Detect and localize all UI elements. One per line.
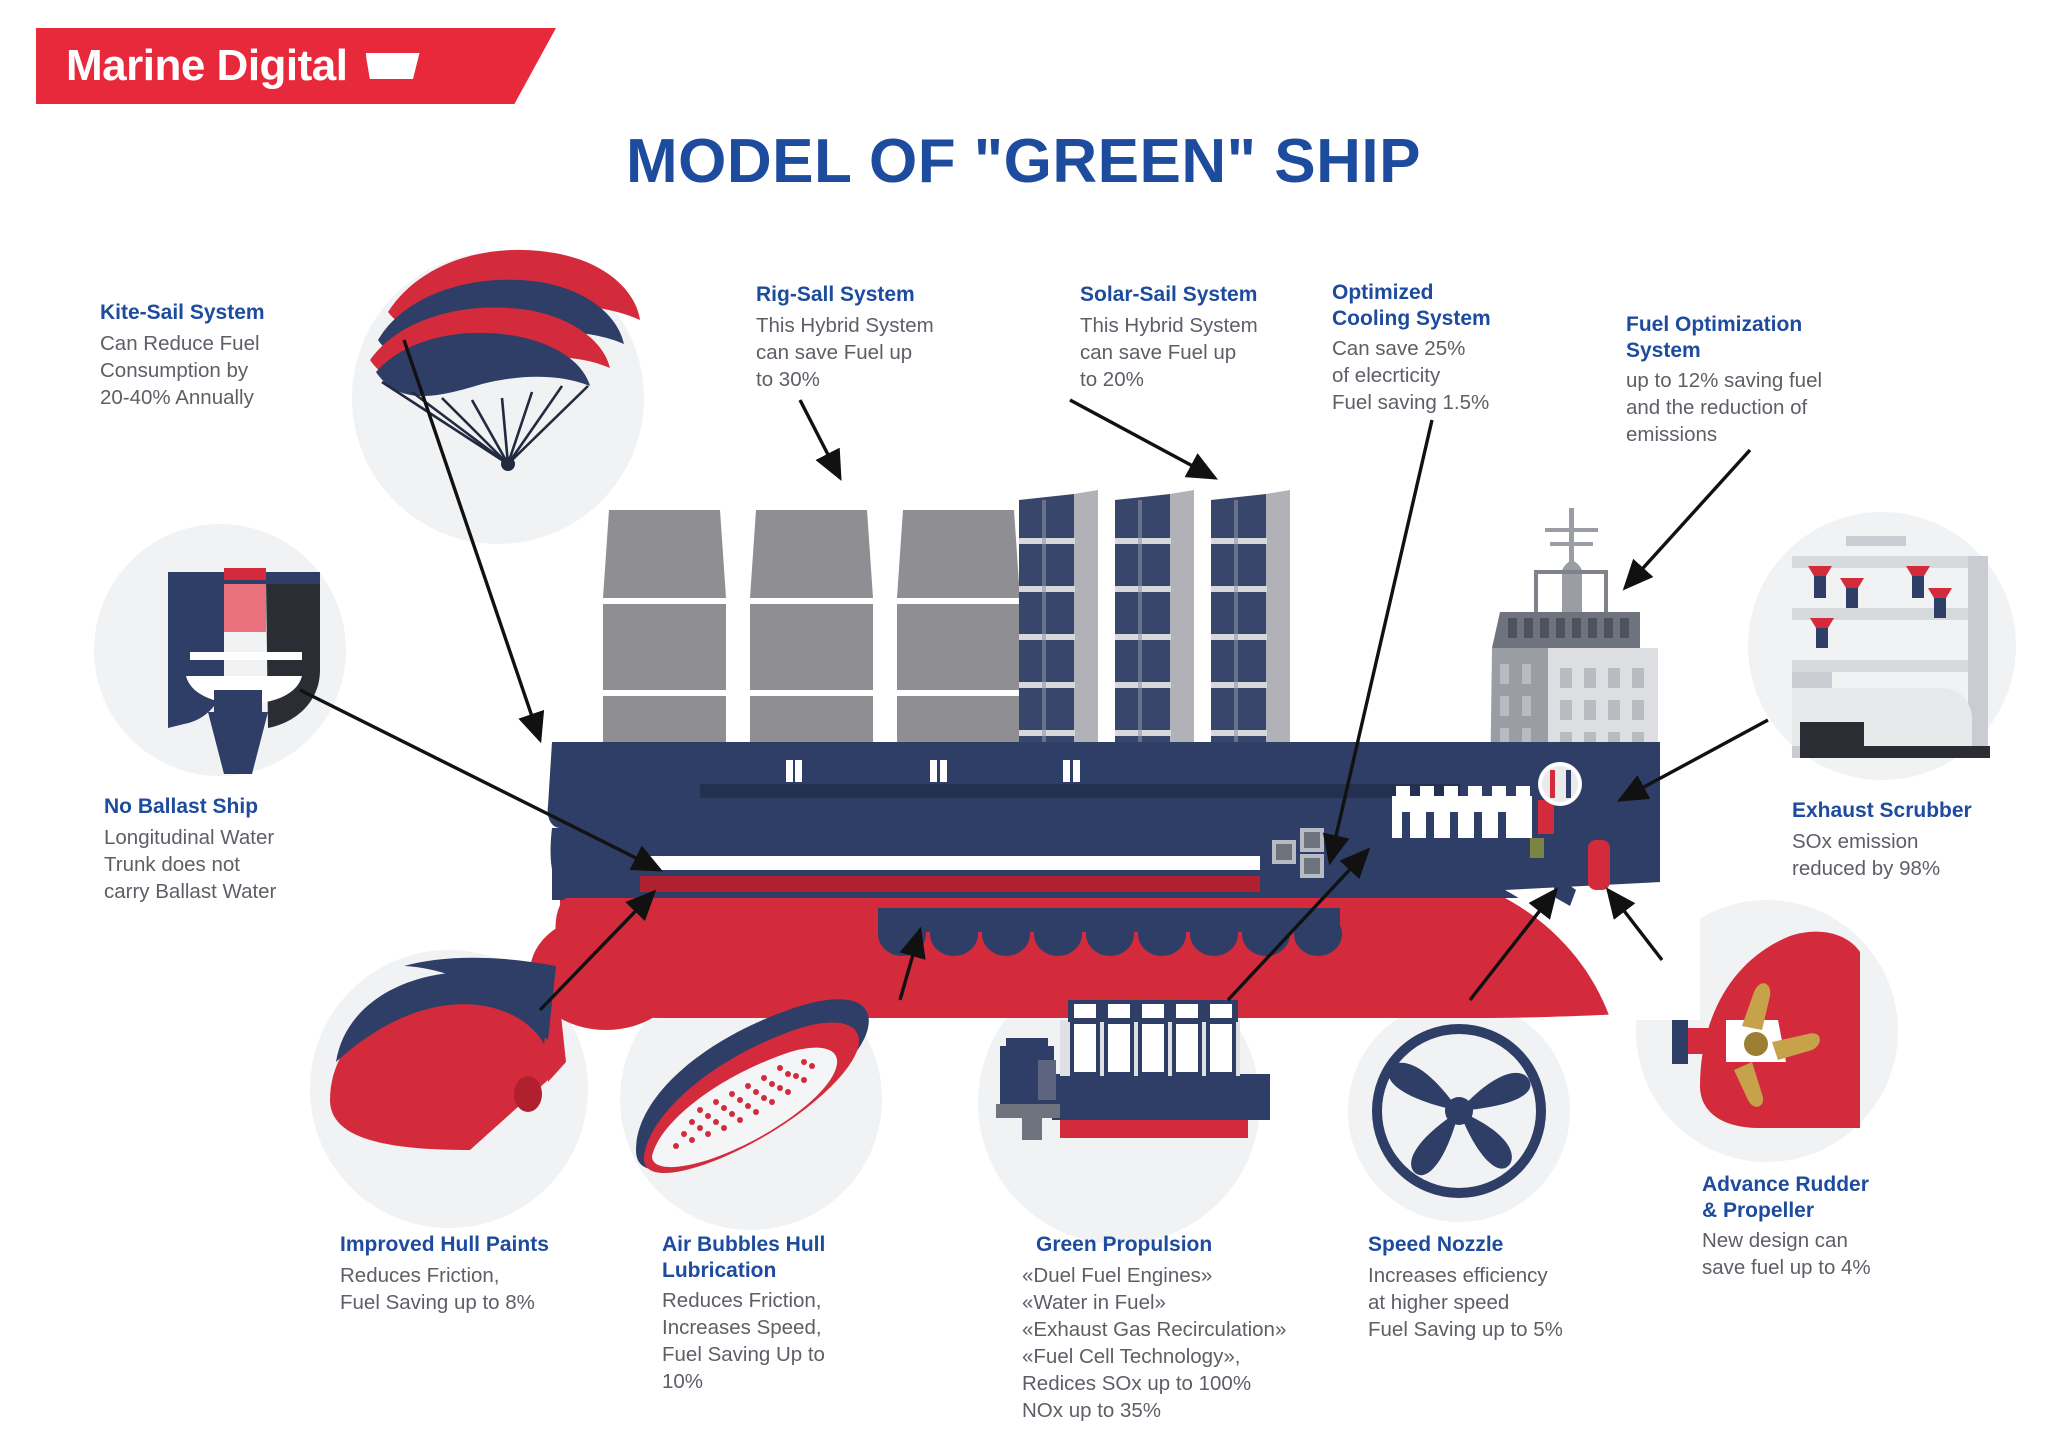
callout-improved-hull-paints[interactable]: Improved Hull Paints Reduces Friction, F… [340,1232,600,1316]
speed-nozzle-icon [1372,1024,1546,1198]
callout-desc: Reduces Friction, Fuel Saving up to 8% [340,1263,535,1314]
callout-title: No Ballast Ship [104,795,259,818]
callout-title: Improved Hull Paints [340,1233,549,1256]
callout-title: Speed Nozzle [1368,1233,1504,1256]
air-bubble-bumps [878,908,1342,956]
callout-title: Air Bubbles Hull Lubrication [662,1233,826,1282]
callout-kite-sail-system[interactable]: Kite-Sail System Can Reduce Fuel Consump… [100,300,330,411]
callout-desc: Reduces Friction, Increases Speed, Fuel … [662,1289,825,1394]
callout-desc: «Duel Fuel Engines» «Water in Fuel» «Exh… [1022,1263,1287,1422]
callout-desc: Increases efficiency at higher speed Fue… [1368,1263,1563,1341]
no-ballast-icon [168,568,320,774]
kite-sail-icon [370,249,640,471]
callout-desc: This Hybrid System can save Fuel up to 2… [1080,313,1258,391]
callout-green-propulsion[interactable]: Green Propulsion «Duel Fuel Engines» «Wa… [1022,1232,1322,1424]
callout-desc: Longitudinal Water Trunk does not carry … [104,825,277,903]
brand-name: Marine Digital [66,41,348,90]
callout-desc: Can Reduce Fuel Consumption by 20-40% An… [100,331,260,409]
rudder-propeller-icon [1672,931,1860,1128]
callout-desc: This Hybrid System can save Fuel up to 3… [756,313,934,391]
callout-advance-rudder-propeller[interactable]: Advance Rudder & Propeller New design ca… [1702,1172,1922,1281]
brand-logo[interactable]: Marine Digital [36,28,556,104]
callout-title: Solar-Sail System [1080,283,1258,306]
callout-air-bubbles-hull-lubrication[interactable]: Air Bubbles Hull Lubrication Reduces Fri… [662,1232,872,1395]
callout-optimized-cooling-system[interactable]: Optimized Cooling System Can save 25% of… [1332,280,1547,416]
air-bubbles-icon [636,999,869,1174]
callout-desc: Can save 25% of elecrticity Fuel saving … [1332,337,1490,415]
callout-title: Fuel Optimization System [1626,313,1803,362]
callout-title: Rig-Sall System [756,283,915,306]
callout-no-ballast-ship[interactable]: No Ballast Ship Longitudinal Water Trunk… [104,794,354,905]
callout-desc: up to 12% saving fuel and the reduction … [1626,369,1823,447]
callout-desc: New design can save fuel up to 4% [1702,1229,1871,1280]
callout-solar-sail-system[interactable]: Solar-Sail System This Hybrid System can… [1080,282,1305,393]
green-propulsion-icon [996,1000,1270,1140]
callout-desc: SOx emission reduced by 98% [1792,829,1941,880]
callout-title: Advance Rudder & Propeller [1702,1173,1869,1222]
callout-exhaust-scrubber[interactable]: Exhaust Scrubber SOx emission reduced by… [1792,798,2032,882]
callout-title: Green Propulsion [1036,1233,1213,1256]
water-trunk-render [640,856,1260,892]
hull-paint-icon [330,957,566,1150]
callout-title: Optimized Cooling System [1332,281,1491,330]
callout-fuel-optimization-system[interactable]: Fuel Optimization System up to 12% savin… [1626,312,1856,448]
callout-title: Kite-Sail System [100,301,265,324]
callout-speed-nozzle[interactable]: Speed Nozzle Increases efficiency at hig… [1368,1232,1598,1343]
exhaust-scrubber-icon [1792,536,1990,758]
page-title: MODEL OF "GREEN" SHIP [625,127,1421,196]
trapezoid-mark-icon [365,53,420,79]
callout-title: Exhaust Scrubber [1792,799,1972,822]
solar-sail-group [1019,490,1290,770]
callout-rig-sall-system[interactable]: Rig-Sall System This Hybrid System can s… [756,282,976,393]
